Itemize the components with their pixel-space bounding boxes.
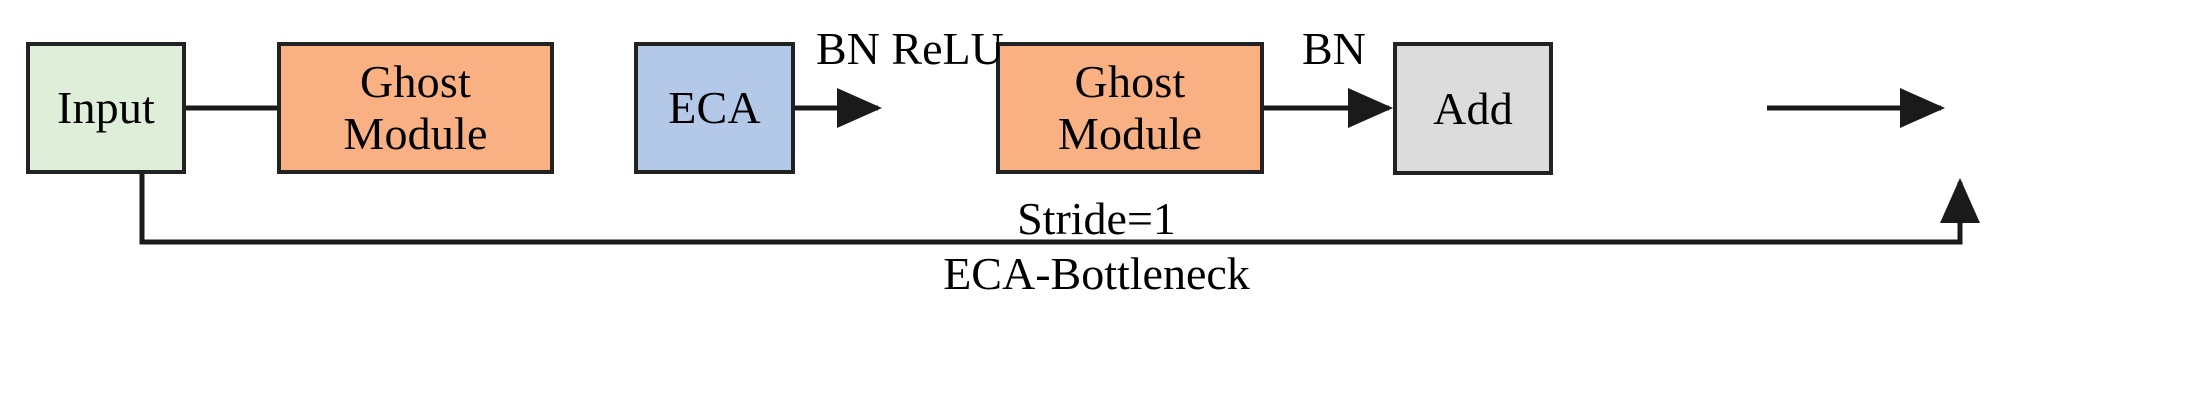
node-input-label: Input	[56, 82, 156, 134]
node-add[interactable]: Add	[1393, 42, 1553, 175]
node-ghost-module-1[interactable]: Ghost Module	[277, 42, 554, 174]
node-ghost-module-1-label: Ghost Module	[343, 56, 488, 159]
node-ghost-module-2[interactable]: Ghost Module	[996, 42, 1264, 174]
node-ghost-module-2-label: Ghost Module	[1057, 56, 1203, 159]
node-eca[interactable]: ECA	[634, 42, 795, 174]
node-add-label: Add	[1433, 82, 1513, 134]
node-input[interactable]: Input	[26, 42, 186, 174]
edge-label-bn: BN	[1302, 23, 1366, 74]
node-eca-label: ECA	[668, 82, 761, 134]
caption-stride: Stride=1	[1017, 193, 1176, 244]
edge-skip-connection	[139, 174, 1980, 245]
caption-diagram-name: ECA-Bottleneck	[943, 248, 1250, 299]
edge-label-bn-relu: BN ReLU	[816, 23, 1004, 74]
